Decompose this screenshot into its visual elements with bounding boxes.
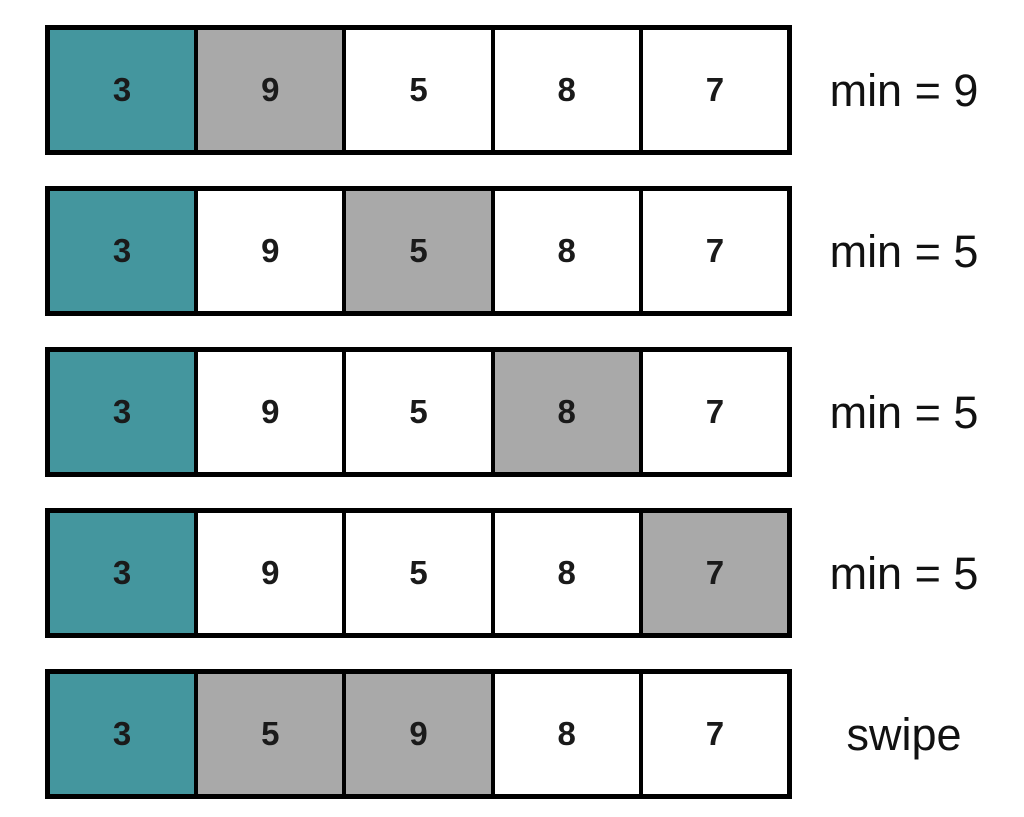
cell-value: 7 — [705, 232, 725, 269]
array-cell: 9 — [346, 674, 495, 794]
array-step-row: 3 9 5 8 7 min = 9 — [45, 25, 1024, 155]
cell-value: 5 — [409, 554, 428, 591]
array-cell: 9 — [198, 191, 347, 311]
cell-value: 3 — [112, 71, 132, 108]
array-cell: 7 — [642, 513, 788, 633]
array-cell: 8 — [494, 352, 643, 472]
cell-value: 3 — [112, 393, 132, 430]
array-cell: 3 — [50, 674, 199, 794]
row-label: min = 5 — [829, 225, 979, 277]
array-cell: 5 — [346, 30, 495, 150]
array-cell: 3 — [50, 352, 199, 472]
array-cell: 9 — [198, 352, 347, 472]
cell-value: 9 — [261, 71, 280, 108]
cell-value: 7 — [705, 71, 725, 108]
rows: 3 9 5 8 7 min = 9 3 9 5 8 7 — [45, 25, 1024, 799]
cell-value: 5 — [409, 71, 428, 108]
array-step-row: 3 9 5 8 7 min = 5 — [45, 347, 1024, 477]
array-cell: 9 — [198, 513, 347, 633]
array-row-cells: 3 9 5 8 7 — [45, 186, 792, 316]
cell-value: 7 — [705, 393, 725, 430]
row-label: min = 5 — [829, 386, 979, 438]
cell-value: 9 — [261, 554, 280, 591]
array-row-cells: 3 9 5 8 7 — [45, 25, 792, 155]
cell-value: 8 — [557, 393, 576, 430]
array-cell: 3 — [50, 513, 199, 633]
cell-value: 8 — [557, 715, 576, 752]
cell-value: 5 — [261, 715, 280, 752]
cell-value: 9 — [261, 393, 280, 430]
row-label: min = 9 — [829, 64, 979, 116]
array-cell: 3 — [50, 30, 199, 150]
cell-value: 8 — [557, 71, 576, 108]
cell-value: 3 — [112, 232, 132, 269]
array-cell: 5 — [198, 674, 347, 794]
array-cell: 9 — [198, 30, 347, 150]
cell-value: 9 — [409, 715, 428, 752]
cell-value: 7 — [705, 715, 725, 752]
array-row-cells: 3 9 5 8 7 — [45, 347, 792, 477]
cell-value: 3 — [112, 715, 132, 752]
array-cell: 5 — [346, 352, 495, 472]
cell-value: 8 — [557, 554, 576, 591]
array-cell: 3 — [50, 191, 199, 311]
cell-value: 5 — [409, 393, 428, 430]
cell-value: 7 — [705, 554, 725, 591]
array-row-cells: 3 9 5 8 7 — [45, 508, 792, 638]
array-row-cells: 3 5 9 8 7 — [45, 669, 792, 799]
cell-value: 9 — [261, 232, 280, 269]
array-cell: 8 — [494, 513, 643, 633]
row-label: swipe — [846, 708, 962, 760]
cell-value: 5 — [409, 232, 428, 269]
row-label: min = 5 — [829, 547, 979, 599]
array-cell: 8 — [494, 30, 643, 150]
array-cell: 5 — [346, 191, 495, 311]
array-cell: 5 — [346, 513, 495, 633]
array-cell: 7 — [642, 352, 788, 472]
array-cell: 8 — [494, 674, 643, 794]
array-cell: 7 — [642, 30, 788, 150]
array-cell: 7 — [642, 191, 788, 311]
array-cell: 8 — [494, 191, 643, 311]
array-step-row: 3 5 9 8 7 swipe — [45, 669, 1024, 799]
cell-value: 8 — [557, 232, 576, 269]
array-step-row: 3 9 5 8 7 min = 5 — [45, 508, 1024, 638]
array-step-row: 3 9 5 8 7 min = 5 — [45, 186, 1024, 316]
array-cell: 7 — [642, 674, 788, 794]
cell-value: 3 — [112, 554, 132, 591]
